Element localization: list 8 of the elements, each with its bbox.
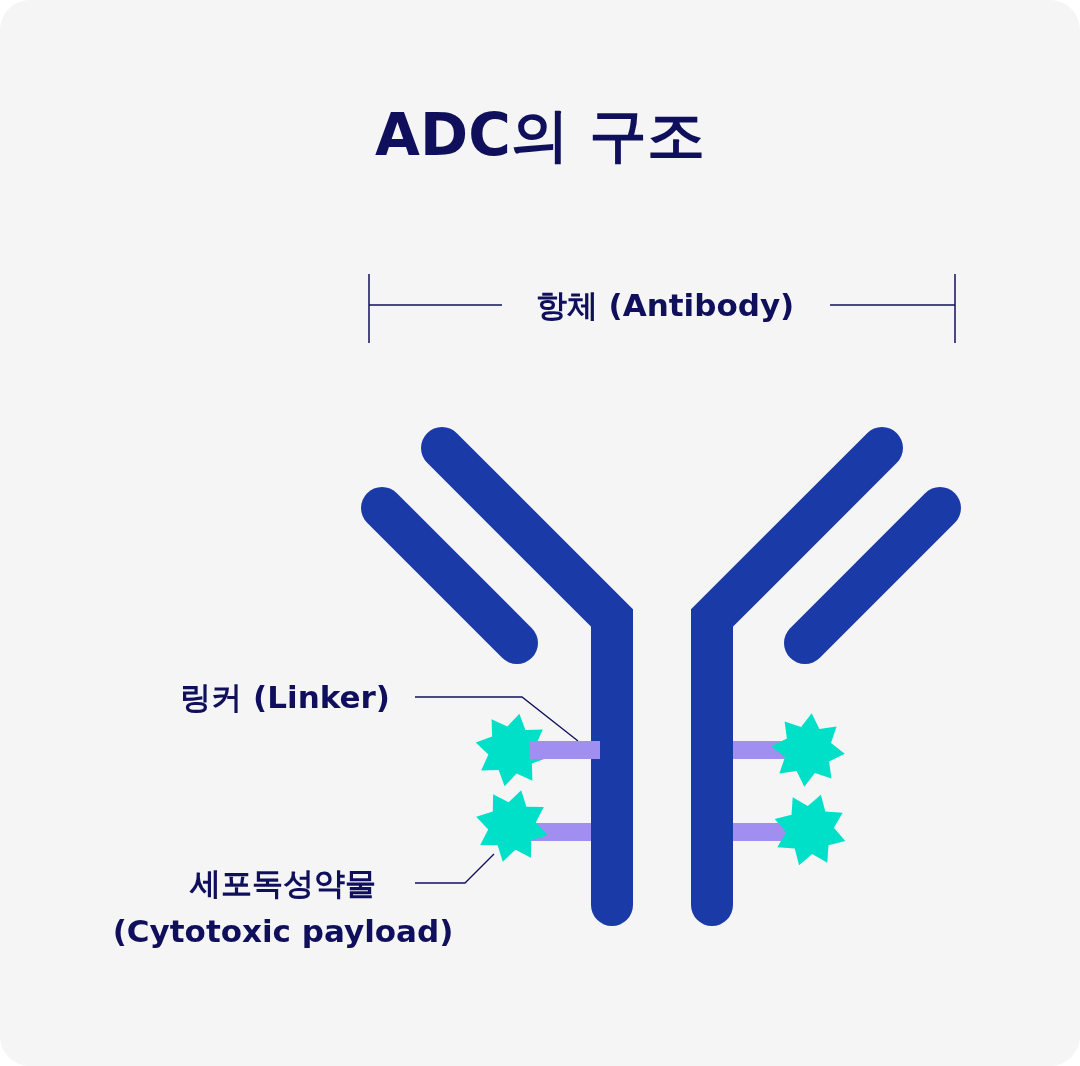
title: ADC의 구조 [374,100,706,171]
payload-star [474,788,550,864]
leader-line [414,853,495,884]
linker-bar [530,741,600,759]
dimension-label: 항체 (Antibody) [534,286,796,325]
callout-label: 링커 (Linker) [150,673,390,721]
leader-line [414,696,579,742]
callout-label: 세포독성약물 (Cytotoxic payload) [100,859,466,955]
